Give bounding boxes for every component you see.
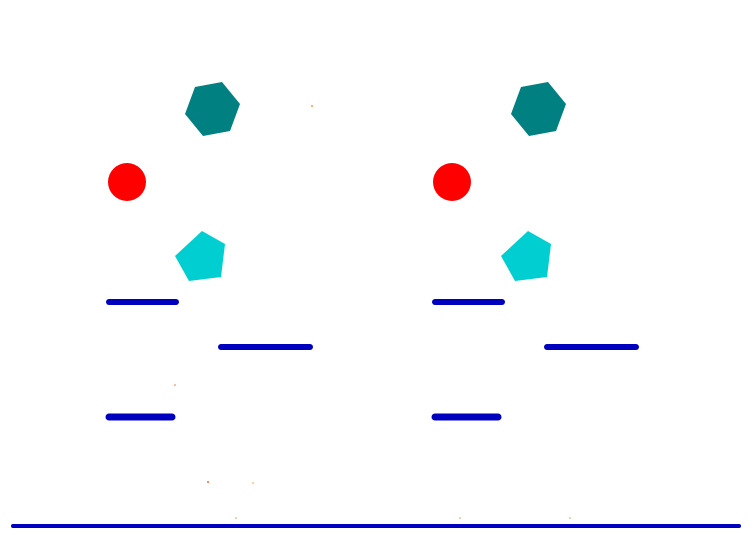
speck [252, 482, 254, 484]
hexagon-block [185, 82, 240, 136]
right-panel [431, 82, 639, 519]
pentagon-block [501, 231, 551, 281]
speck [207, 481, 209, 483]
speck [174, 384, 176, 386]
speck [235, 517, 237, 519]
hexagon-block [511, 82, 566, 136]
red-ball [108, 163, 146, 201]
speck [569, 517, 571, 519]
red-ball [433, 163, 471, 201]
speck [459, 517, 461, 519]
speck [311, 105, 313, 107]
left-panel [105, 82, 313, 484]
pentagon-block [175, 231, 225, 281]
